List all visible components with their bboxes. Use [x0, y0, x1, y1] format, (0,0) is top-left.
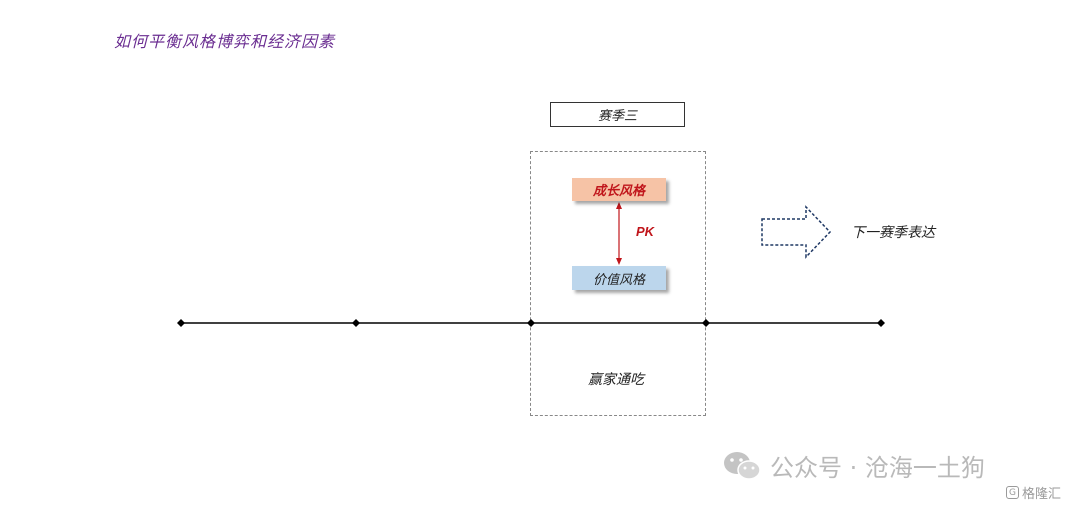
growth-style-box: 成长风格 — [572, 178, 666, 201]
gelonghui-logo-icon: G — [1006, 486, 1019, 499]
corner-logo-text: 格隆汇 — [1022, 487, 1062, 502]
corner-logo: G 格隆汇 — [1006, 483, 1061, 502]
timeline-node — [352, 319, 360, 327]
season-box: 赛季三 — [550, 102, 685, 127]
pk-label: PK — [636, 224, 655, 239]
value-style-box: 价值风格 — [572, 266, 666, 290]
watermark: 公众号 · 沧海一土狗 — [722, 448, 985, 483]
winner-takes-all-label: 赢家通吃 — [588, 372, 644, 388]
double-arrow-icon — [616, 202, 622, 265]
value-style-label: 价值风格 — [592, 272, 645, 288]
page-title: 如何平衡风格博弈和经济因素 — [114, 32, 336, 51]
wechat-icon — [724, 451, 761, 480]
season-dashed-frame — [530, 151, 706, 416]
timeline-node — [527, 319, 535, 327]
timeline-node — [877, 319, 885, 327]
watermark-text: 公众号 · 沧海一土狗 — [770, 454, 985, 482]
timeline-node — [702, 319, 710, 327]
right-arrow-icon — [761, 205, 832, 259]
season-label: 赛季三 — [597, 109, 637, 124]
growth-style-label: 成长风格 — [592, 184, 645, 199]
next-season-label: 下一赛季表达 — [851, 225, 935, 241]
timeline-node — [177, 319, 185, 327]
